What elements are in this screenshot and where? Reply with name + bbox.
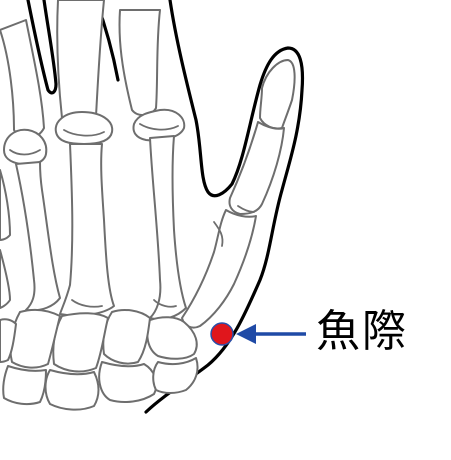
carpal-line-1: [153, 299, 177, 308]
thumb-distal-phalanx: [259, 59, 296, 130]
scaphoid: [98, 361, 158, 403]
trapezium: [146, 316, 198, 360]
middle-proximal-phalanx: [56, 0, 105, 125]
acupoint-marker: [210, 322, 234, 346]
carpal-bones: [0, 308, 199, 411]
thumb-metacarpal-base-line: [213, 221, 224, 247]
carpal-lower-row: [152, 357, 199, 394]
ring-joint-line: [9, 149, 41, 156]
trapezoid: [102, 309, 151, 365]
middle-joint-line: [63, 129, 105, 137]
ring-metacarpal-head: [3, 128, 48, 166]
joint-detail-lines: [9, 123, 255, 308]
little-metacarpal: [0, 249, 11, 309]
hamate-left: [0, 318, 17, 363]
triquetrum: [2, 365, 47, 406]
finger-bones: [0, 0, 296, 329]
index-joint-line: [139, 123, 179, 131]
pointer-arrow-head: [236, 324, 256, 344]
middle-metacarpal-shaft: [59, 143, 115, 317]
ring-metacarpal-shaft: [15, 161, 61, 312]
index-proximal-phalanx: [118, 9, 161, 116]
thumb-metacarpal: [181, 209, 257, 329]
acupoint-marker-group: [210, 322, 306, 346]
middle-metacarpal-head: [54, 111, 114, 145]
index-metacarpal: [132, 108, 186, 142]
capitate: [52, 312, 109, 373]
thumb-joint-line: [237, 205, 255, 213]
carpal-line-2: [71, 299, 103, 308]
skin-outline-middle-gap: [26, 0, 58, 95]
little-proximal-phalanx: [0, 169, 11, 241]
acupoint-label: 魚際: [316, 306, 408, 357]
skin-outline-thumb-side: [144, 0, 305, 414]
lunate: [44, 369, 100, 411]
index-metacarpal-shaft: [149, 135, 187, 321]
